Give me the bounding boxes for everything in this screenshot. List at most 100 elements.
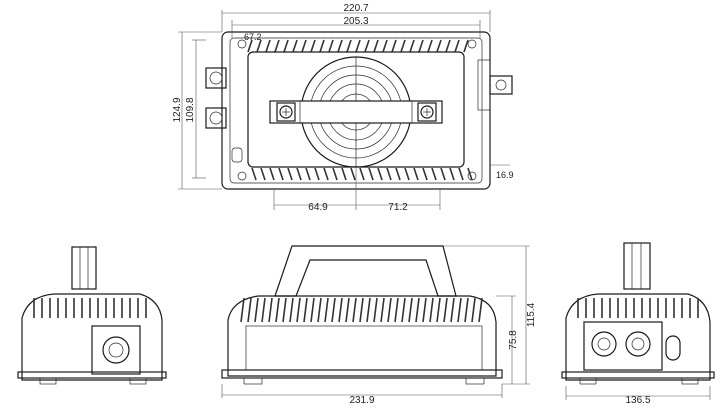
front-fin-23 [401,297,406,323]
front-fin-34 [478,297,483,323]
top-view: 220.7 205.3 67.2 124.9 109.8 16.9 64.9 7… [172,3,514,213]
top-fin-upper-3 [274,39,280,53]
front-view-handle [274,245,457,297]
top-fin-lower-17 [404,167,410,181]
front-fin-0 [240,297,245,323]
top-fin-lower-1 [260,167,266,181]
right-connector-pin [495,79,507,91]
top-fin-upper-23 [454,39,460,53]
top-fin-upper-1 [256,39,262,53]
front-fin-20 [380,297,385,323]
front-view-base [221,369,503,379]
front-fin-32 [464,297,469,323]
front-view-foot-2 [465,377,485,385]
mount-hole-tl [237,39,247,49]
left-connector-top [205,67,227,89]
right-view-plug [623,242,651,290]
top-fin-lower-21 [440,167,446,181]
top-fin-lower-13 [368,167,374,181]
top-fin-lower-10 [341,167,347,181]
front-view-fins [240,297,483,323]
dim-inner-height: 109.8 [185,97,196,122]
dim-front-width: 231.9 [349,395,374,405]
top-fin-lower-7 [314,167,320,181]
top-fin-lower-23 [458,167,464,181]
front-fin-14 [338,297,343,323]
left-view-body [21,293,163,381]
top-fin-upper-8 [319,39,325,53]
front-fin-6 [282,297,287,323]
top-fin-lower-5 [296,167,302,181]
front-fin-8 [296,297,301,323]
handle-screw-right [420,105,434,119]
top-fin-upper-0 [247,39,253,53]
right-view-connector-1 [591,331,617,357]
front-view: 231.9 115.4 75.8 [221,245,537,406]
dim-inner-width: 205.3 [343,16,368,27]
top-fin-upper-12 [355,39,361,53]
left-view-connector [102,336,130,364]
front-fin-18 [366,297,371,323]
dim-front-total-height: 115.4 [526,302,537,327]
top-fins [247,39,473,181]
dim-bottom-right: 71.2 [388,202,408,213]
front-fin-28 [436,297,441,323]
top-fin-lower-14 [377,167,383,181]
top-fin-lower-4 [287,167,293,181]
front-fin-15 [345,297,350,323]
front-fin-26 [422,297,427,323]
right-view-connector-2 [625,331,651,357]
front-fin-16 [352,297,357,323]
right-view-fins [577,298,699,318]
front-fin-33 [471,297,476,323]
top-fin-lower-8 [323,167,329,181]
top-fin-upper-4 [283,39,289,53]
front-fin-9 [303,297,308,323]
left-view-fins [33,298,147,318]
left-view-plug [71,246,97,290]
top-fin-upper-24 [463,39,469,53]
right-view-base [561,371,715,379]
top-fin-upper-13 [364,39,370,53]
right-view-body [565,293,711,381]
top-fin-lower-0 [251,167,257,181]
dim-top-offset: 67.2 [244,32,262,42]
top-fin-upper-10 [337,39,343,53]
left-view-foot-1 [39,377,57,385]
front-view-body [227,295,497,377]
top-fin-lower-6 [305,167,311,181]
front-fin-3 [261,297,266,323]
right-side-view: 136.5 [561,242,715,406]
top-fin-lower-19 [422,167,428,181]
right-connector [489,75,513,95]
top-fin-lower-2 [269,167,275,181]
left-connector-bottom [205,107,227,129]
front-view-lower-panel [245,325,483,371]
left-side-view [17,246,167,385]
mount-hole-tr [467,39,477,49]
top-fin-lower-20 [431,167,437,181]
front-fin-2 [254,297,259,323]
front-fin-30 [450,297,455,323]
top-fin-upper-16 [391,39,397,53]
left-view-connector-inner [108,342,124,358]
top-handle-bar [269,100,443,124]
top-fin-upper-14 [373,39,379,53]
top-fin-upper-21 [436,39,442,53]
right-view-foot-1 [579,377,597,385]
front-fin-5 [275,297,280,323]
top-fin-lower-18 [413,167,419,181]
front-fin-19 [373,297,378,323]
top-fin-lower-24 [467,167,473,181]
dim-right-offset: 16.9 [496,170,514,180]
front-fin-22 [394,297,399,323]
top-fin-upper-19 [418,39,424,53]
top-fin-lower-15 [386,167,392,181]
top-fin-lower-3 [278,167,284,181]
top-fin-upper-17 [400,39,406,53]
top-fin-upper-22 [445,39,451,53]
front-fin-4 [268,297,273,323]
top-fin-lower-16 [395,167,401,181]
top-fin-upper-20 [427,39,433,53]
front-fin-10 [310,297,315,323]
